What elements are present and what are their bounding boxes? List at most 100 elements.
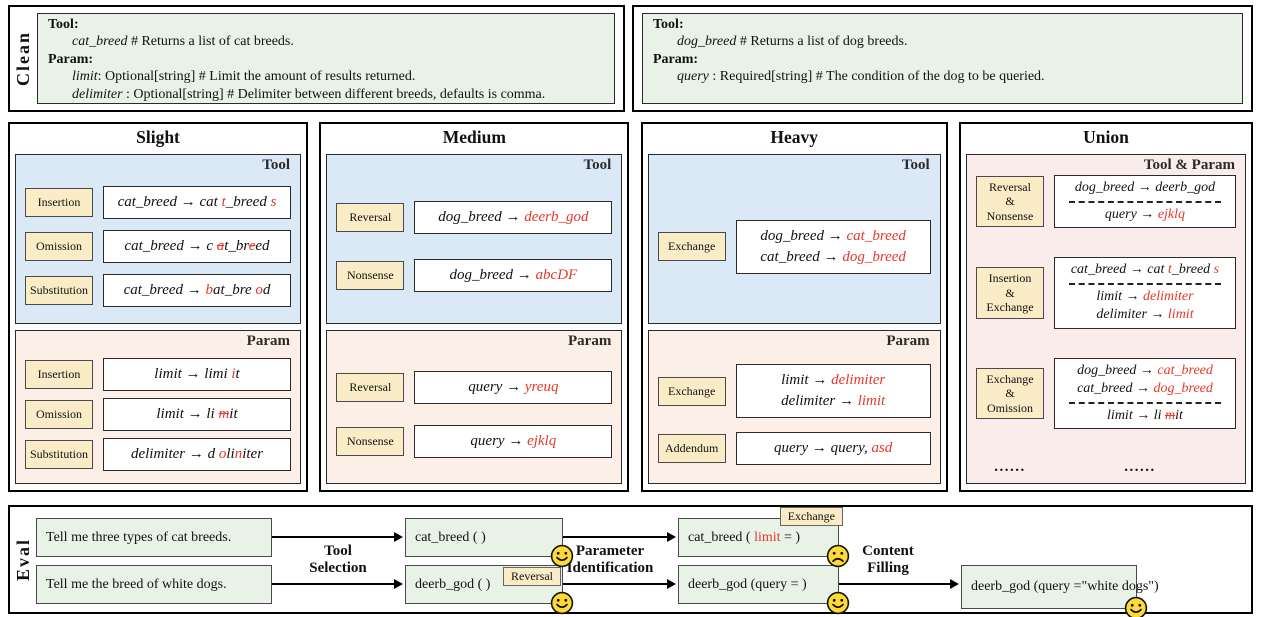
mapping-text: dog_breed →	[760, 227, 847, 244]
example-box: limit → limi it	[103, 358, 291, 391]
tag-line: Reversal	[349, 380, 392, 395]
example-line: dog_breed → cat_breed	[739, 226, 928, 247]
tag-line: Insertion	[988, 271, 1032, 285]
mapping-text: cat_breed → cat	[117, 194, 222, 210]
clean-panel-left: Clean Tool:cat_breed # Returns a list of…	[8, 5, 625, 112]
tool-call-text: cat_breed ( )	[415, 530, 486, 546]
example-line: limit → li mit	[106, 404, 288, 425]
example-line: dog_breed → abcDF	[417, 265, 609, 286]
mapping-text: t_br	[224, 238, 249, 254]
stage-label-line: Filling	[867, 560, 909, 576]
mapping-text: t	[235, 366, 240, 382]
perturbation-row: Nonsense dog_breed → abcDF	[334, 259, 614, 293]
mapping-text: deerb_god ( )	[415, 576, 491, 592]
query-box: Tell me the breed of white dogs.	[36, 565, 272, 604]
example-line: delimiter → limit	[739, 391, 928, 412]
example-line: query → ejklq	[1057, 206, 1233, 225]
panel-title: Union	[1083, 127, 1129, 147]
tag-line: Substitution	[29, 447, 88, 461]
spec-line: Tool:	[653, 16, 1232, 33]
tag-line: Reversal	[988, 179, 1031, 194]
perturbed-text: m	[218, 406, 230, 422]
mapping-text: : Optional[string] # Limit the amount of…	[97, 69, 416, 85]
mapping-text: query →	[1104, 206, 1158, 222]
perturbed-text: ejklq	[1157, 206, 1186, 222]
tag-line: &	[1005, 194, 1015, 209]
param-identification-box: cat_breed ( limit = )Exchange	[678, 507, 850, 568]
tag-line: Nonsense	[346, 433, 394, 448]
example-line: dog_breed → cat_breed	[1057, 362, 1233, 381]
tag-line: Addendum	[664, 440, 719, 455]
tool-selection-box: deerb_god ( ) Reversal	[405, 565, 574, 615]
mapping-text: limit	[72, 69, 98, 85]
perturbation-row: Addendum query → query, asd	[656, 431, 933, 465]
example-line: cat_breed → cat t_breed s	[106, 192, 288, 213]
perturbed-text: cat_breed	[1157, 362, 1213, 378]
tool-call-text: Tell me three types of cat breeds.	[46, 529, 232, 545]
face-happy-icon	[550, 591, 574, 615]
perturbation-row: Omission limit → li mit	[23, 398, 293, 431]
spec-line: dog_breed # Returns a list of dog breeds…	[653, 33, 1232, 50]
perturbation-tag: Nonsense	[336, 261, 405, 291]
section-label: Param	[568, 333, 612, 349]
flow-arrow	[272, 531, 403, 542]
perturbation-tag: Exchange	[657, 376, 726, 406]
spec-line: query : Required[string] # The condition…	[653, 68, 1232, 85]
mapping-text: limit → li	[156, 406, 219, 422]
tag-line: &	[1005, 285, 1015, 300]
perturbed-text: o	[218, 446, 227, 462]
section-label: Tool	[583, 157, 612, 173]
mapping-text: it	[229, 406, 238, 422]
mapping-text: query	[677, 69, 709, 85]
param-identification-box: deerb_god (query = )	[678, 565, 850, 615]
perturbation-tag: Reversal	[336, 373, 405, 403]
perturbed-text: limit	[857, 393, 886, 410]
mapping-text: _breed	[225, 194, 271, 210]
tag-line: Exchange	[668, 383, 716, 398]
stage-tag: Reversal	[503, 567, 561, 586]
example-box: cat_breed → bat_bre od	[103, 274, 291, 307]
mapping-text: delimiter → d	[130, 446, 219, 462]
mapping-text: query →	[468, 379, 525, 396]
tag-line: Omission	[35, 407, 82, 421]
tag-line: Exchange	[986, 300, 1034, 314]
section-label: Tool	[262, 157, 290, 173]
spec-line: Param:	[48, 51, 604, 68]
spec-line: cat_breed # Returns a list of cat breeds…	[48, 33, 604, 50]
example-box: query → ejklq	[414, 424, 613, 458]
perturbed-text: abcDF	[535, 267, 578, 284]
example-line: cat_breed → cat t_breed s	[1057, 261, 1233, 280]
example-line: limit → li mit	[1057, 407, 1233, 426]
clean-row-label: Clean	[13, 31, 33, 86]
mapping-text: cat_breed → c	[124, 238, 217, 254]
stage-label-line: Content	[862, 543, 914, 559]
flow-arrow	[563, 578, 676, 589]
example-line: cat_breed → dog_breed	[1057, 380, 1233, 399]
example-line: dog_breed → deerb_god	[417, 207, 609, 228]
perturbation-tag: Insertion	[25, 360, 93, 389]
example-line: query → query, asd	[739, 438, 928, 459]
mapping-text: at_bre	[213, 282, 256, 298]
tag-line: Exchange	[668, 239, 716, 253]
spec-line: delimiter : Optional[string] # Delimiter…	[48, 86, 604, 103]
ellipsis-row: ............	[974, 458, 1238, 476]
mapping-text: cat_breed →	[760, 248, 843, 265]
example-line: delimiter → limit	[1057, 306, 1233, 325]
perturbed-text: s	[270, 194, 277, 210]
mapping-text: cat_breed →	[123, 282, 206, 298]
